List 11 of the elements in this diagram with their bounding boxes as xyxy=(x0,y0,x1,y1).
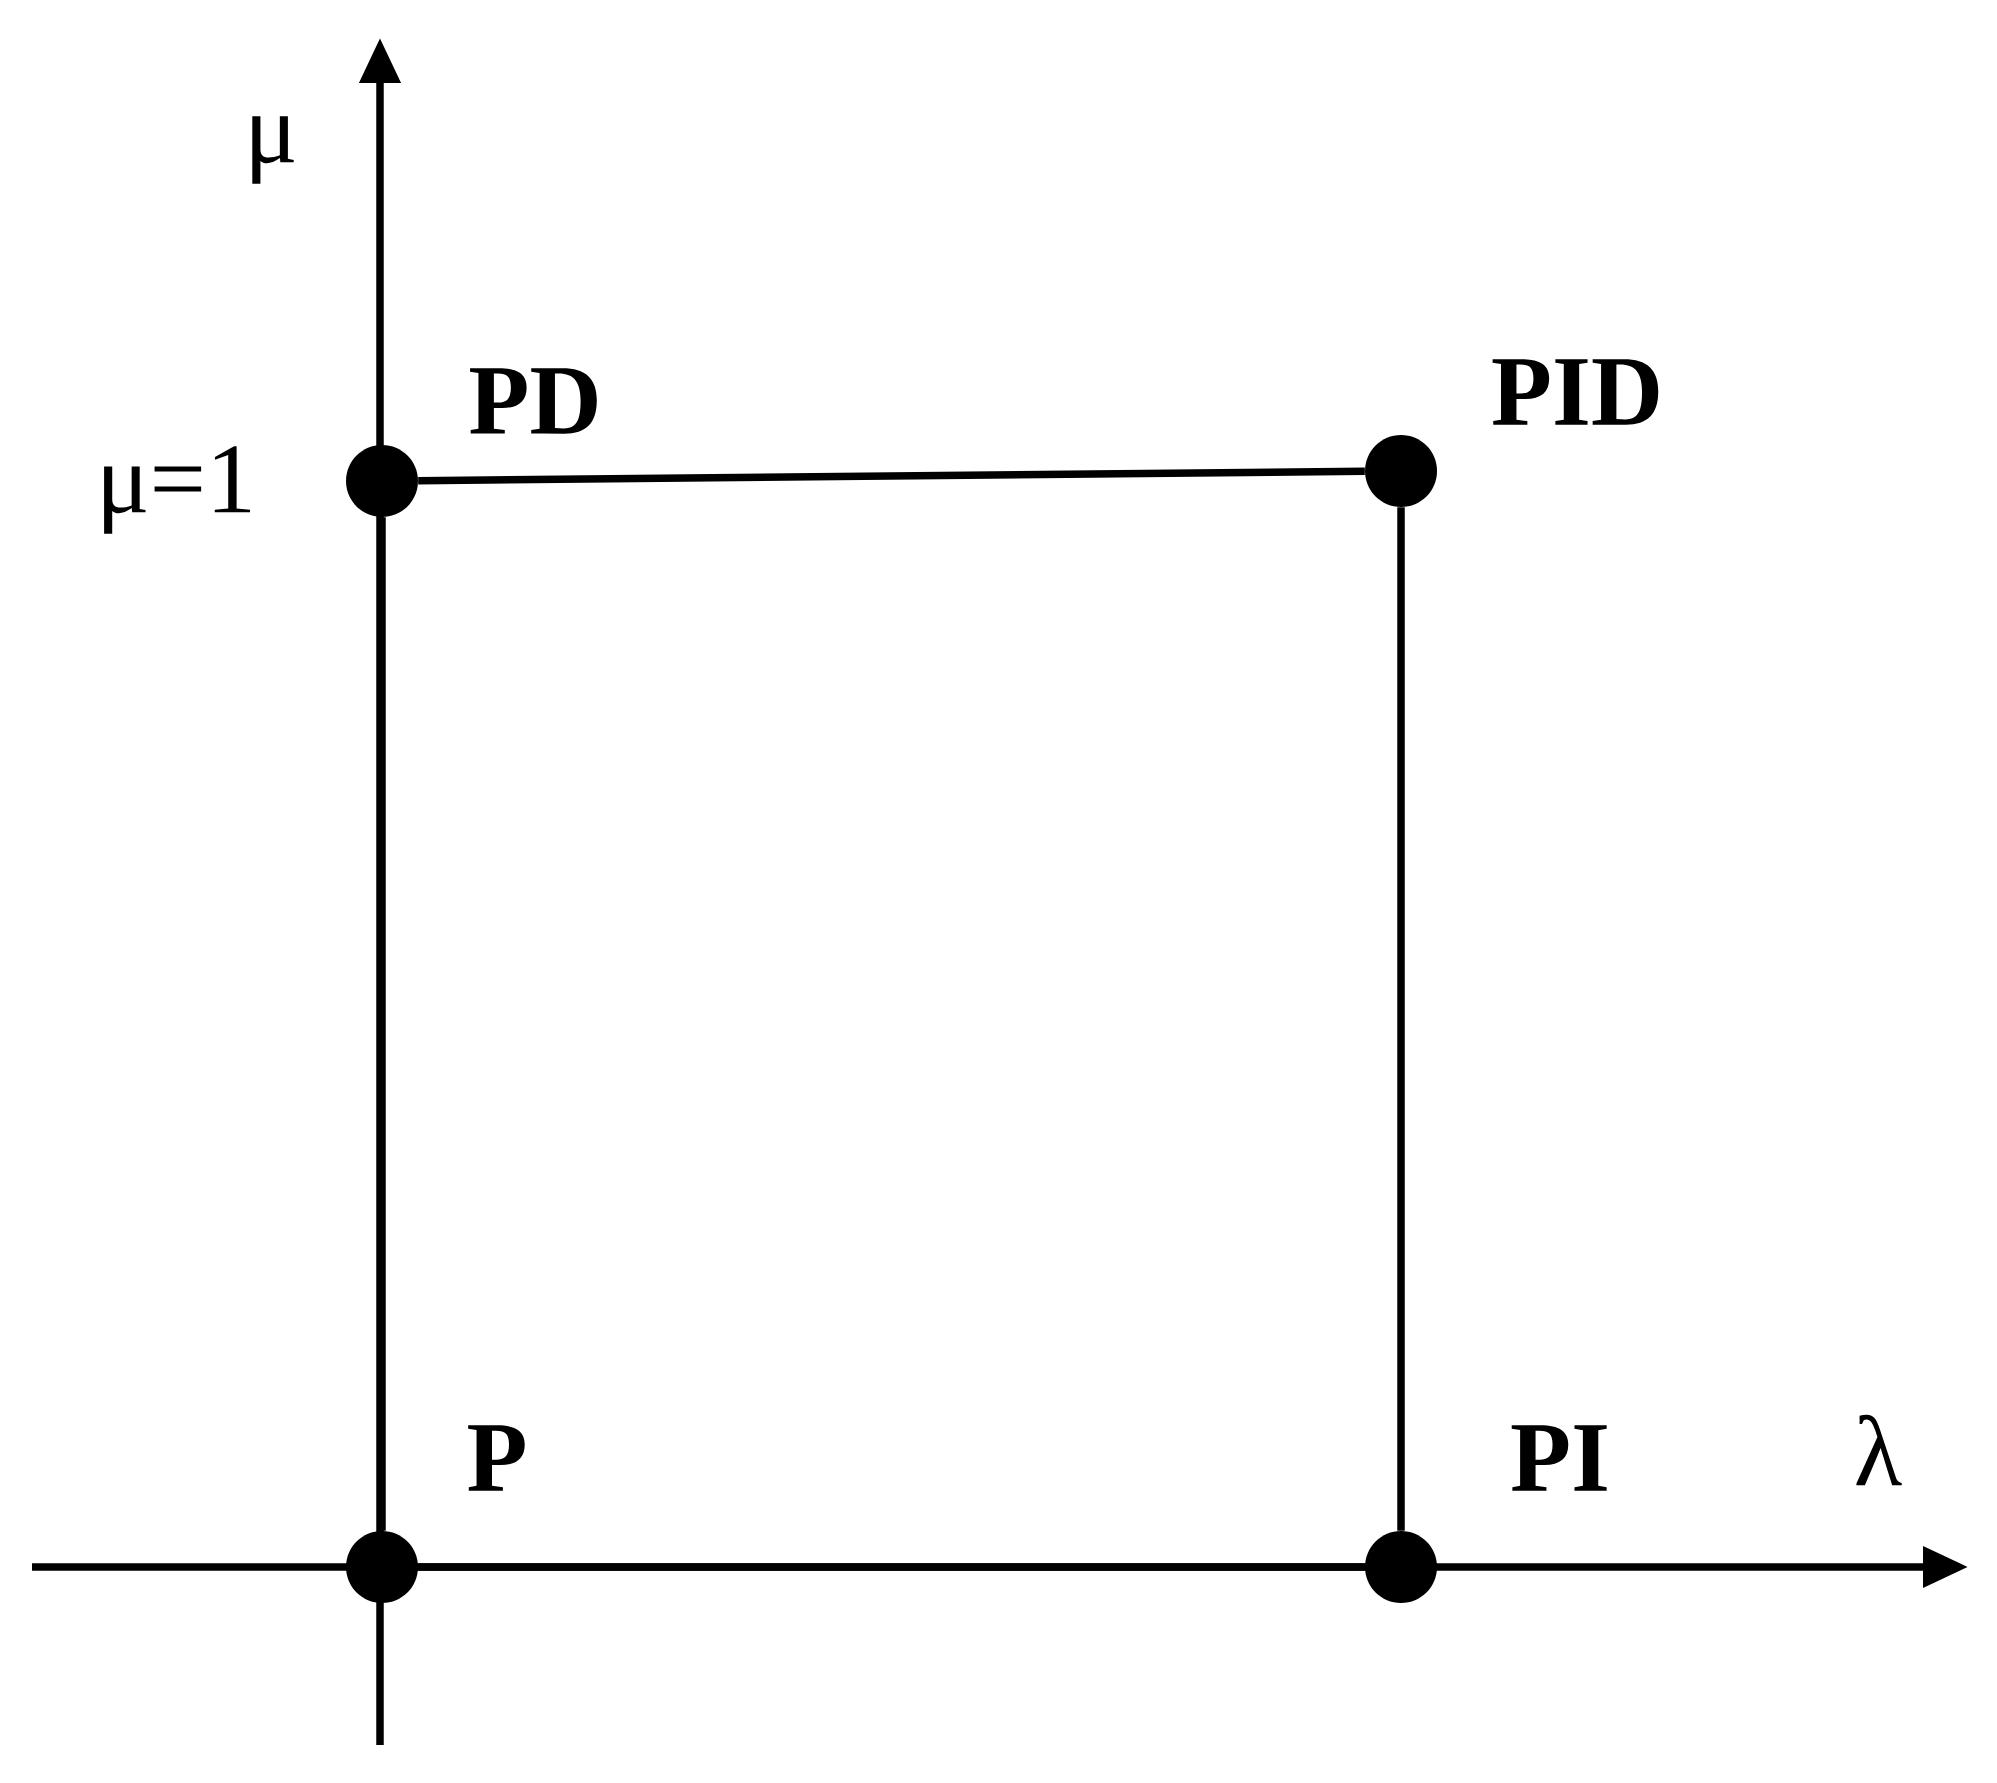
dot xyxy=(346,1531,418,1603)
point-label: PID xyxy=(1492,359,1659,425)
axis-label: μ=1 xyxy=(104,446,250,534)
dot xyxy=(1365,1531,1437,1603)
axis-label: λ xyxy=(1856,1414,1902,1486)
dot xyxy=(346,445,418,517)
point-label: PI xyxy=(1511,1425,1607,1491)
dot xyxy=(1365,435,1437,507)
axis-label: μ xyxy=(252,116,294,184)
point-label: P xyxy=(468,1425,525,1491)
point-label: PD xyxy=(470,368,597,434)
